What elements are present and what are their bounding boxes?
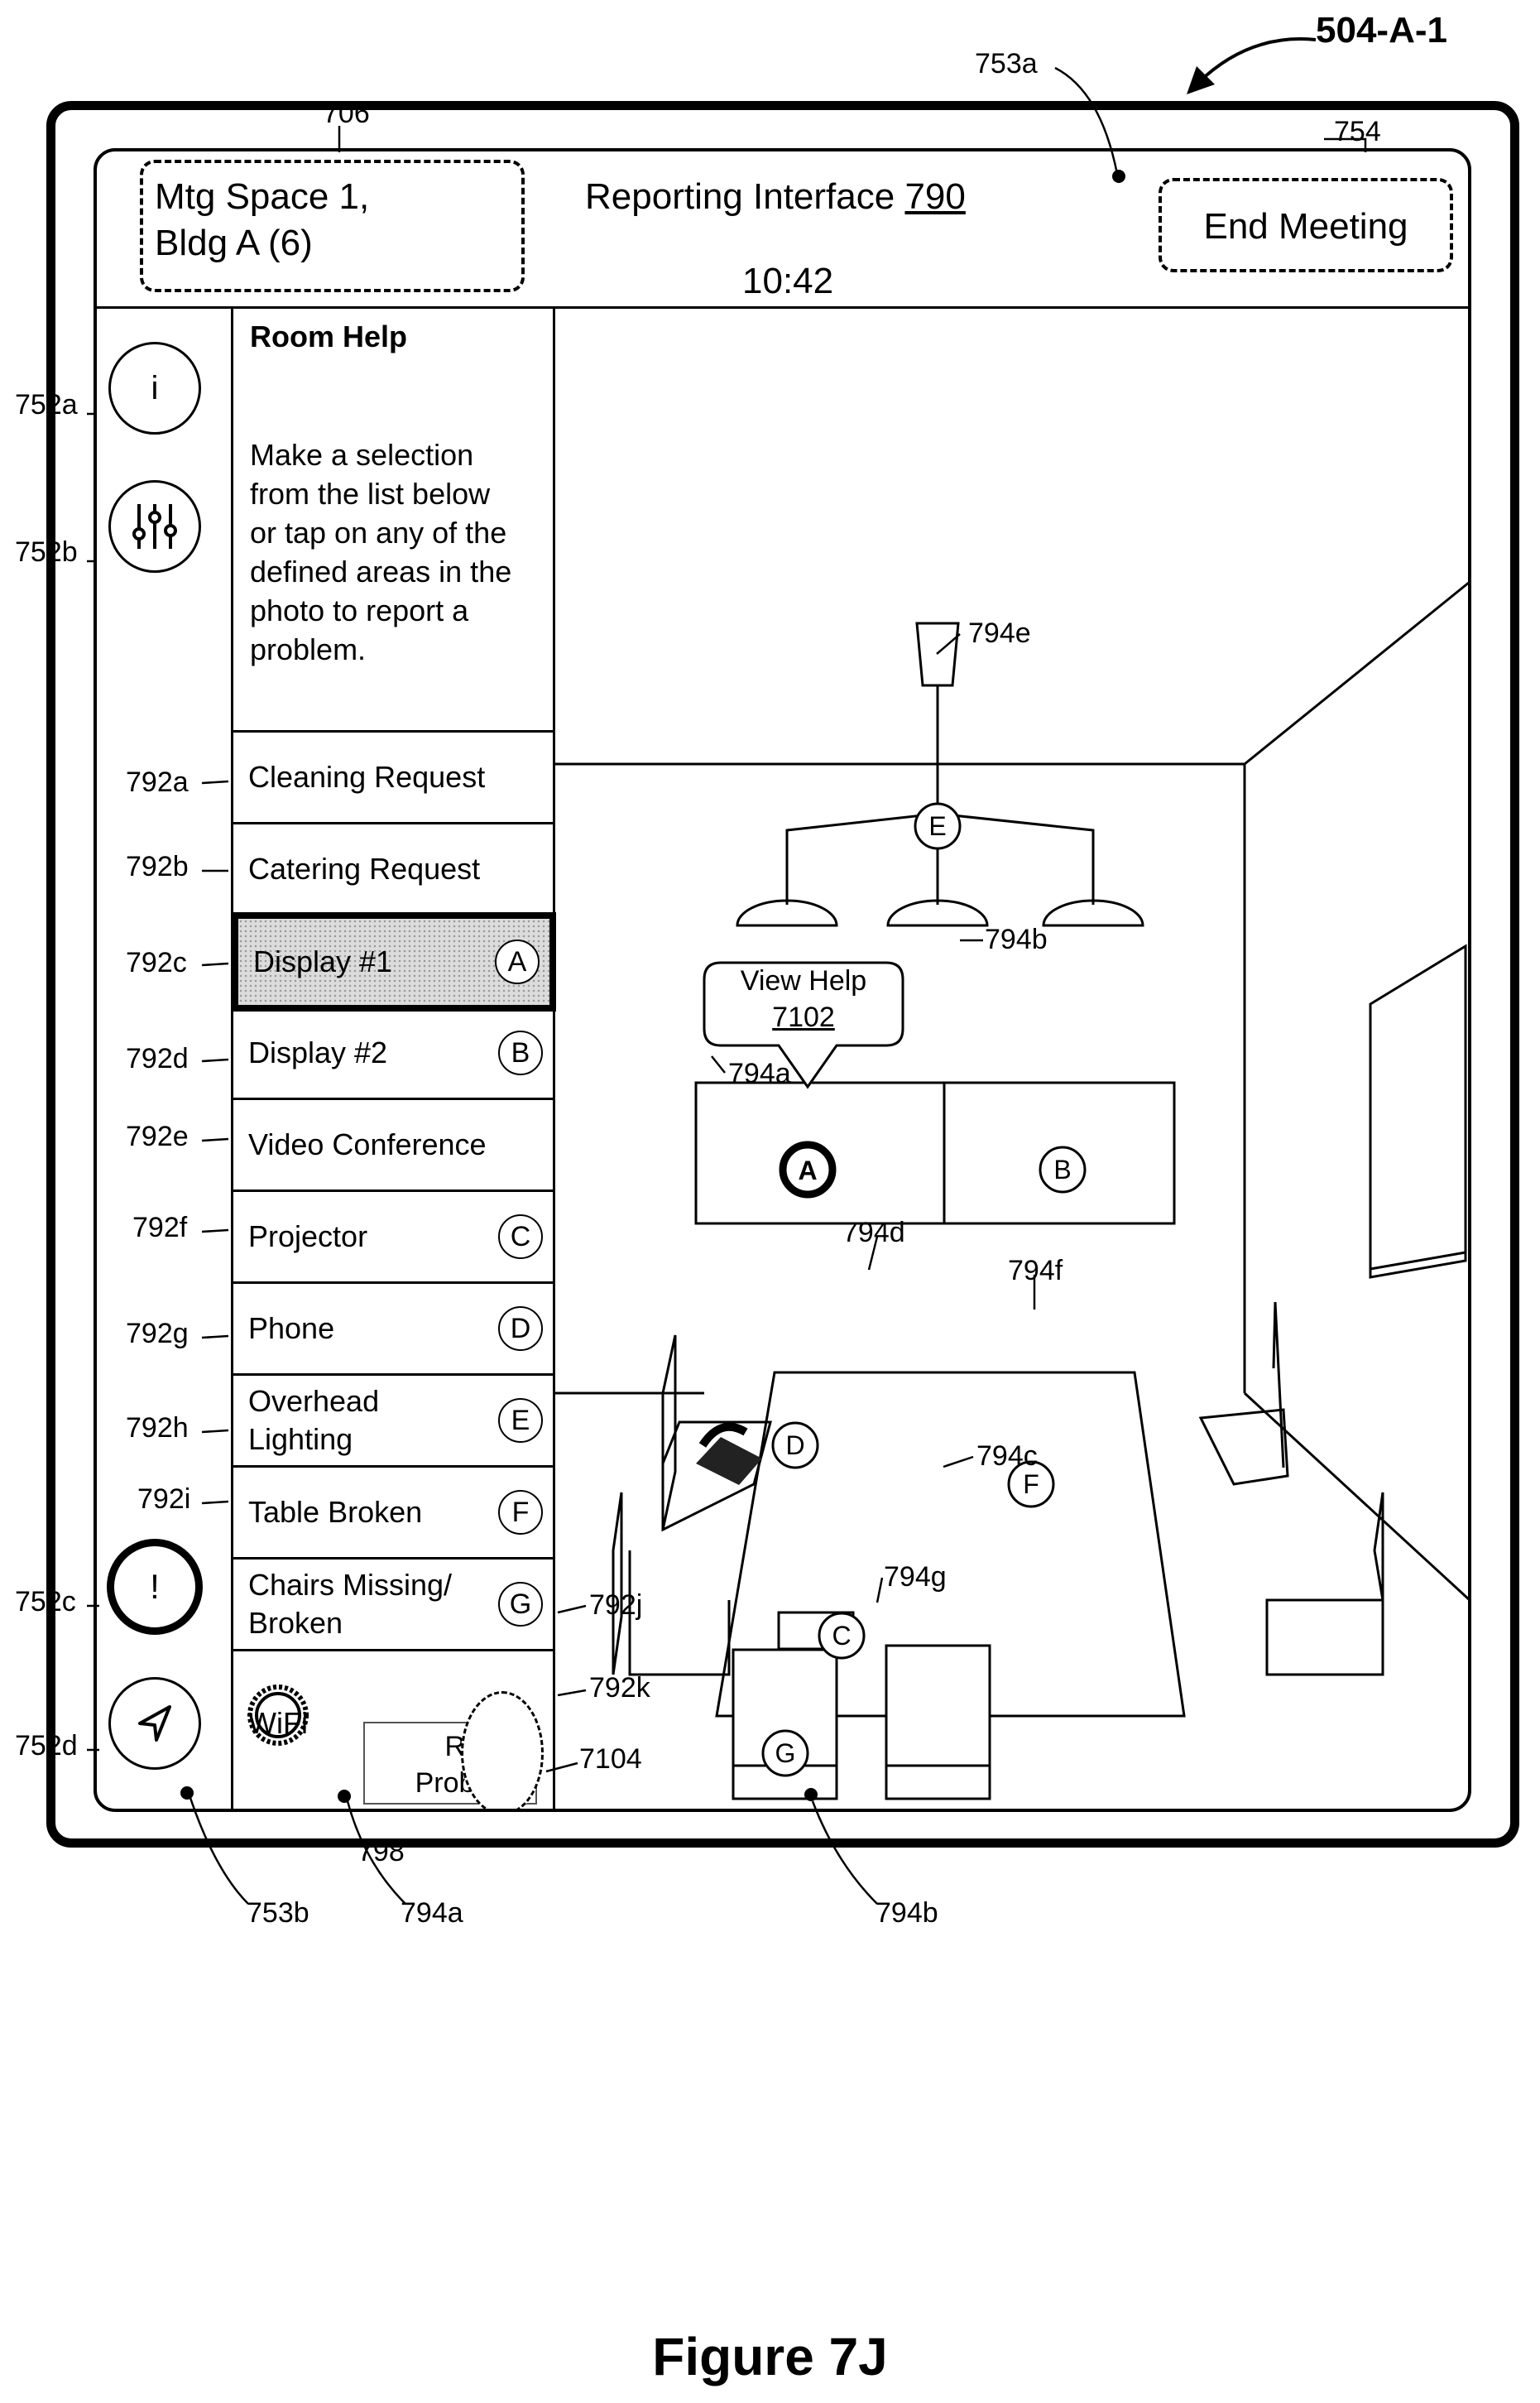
touch-point-dot xyxy=(804,1788,818,1801)
touch-point-dot xyxy=(180,1786,194,1800)
touch-point-dot xyxy=(338,1790,351,1803)
figure-caption: Figure 7J xyxy=(0,2326,1540,2387)
leader-lines xyxy=(0,0,1540,1987)
touch-point-dot xyxy=(1112,170,1125,183)
